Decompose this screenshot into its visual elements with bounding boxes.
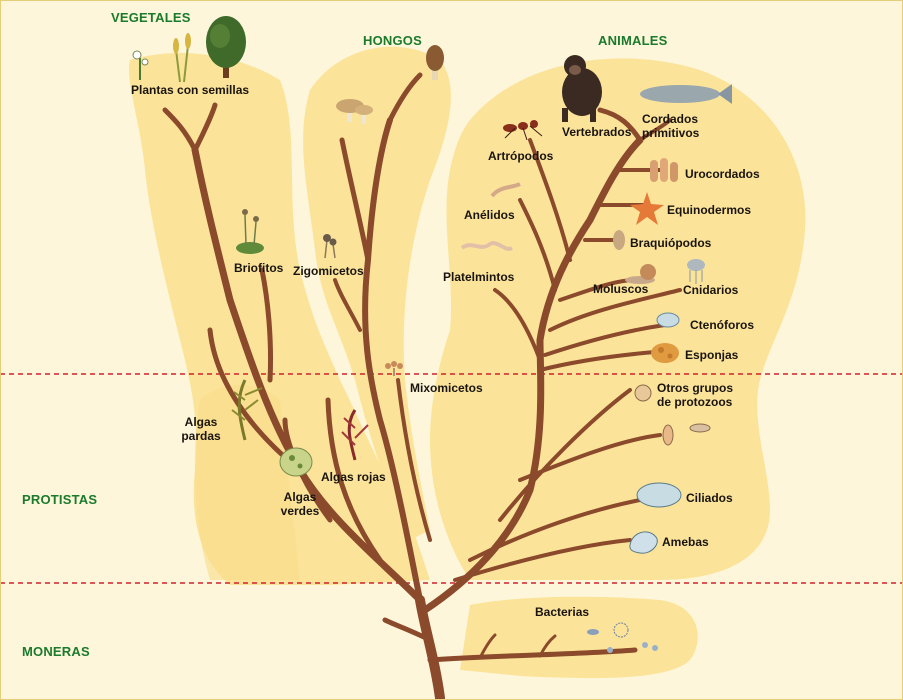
branch-ciliados bbox=[468, 498, 642, 562]
trunk bbox=[415, 595, 445, 700]
branch-ctenoforos bbox=[543, 323, 667, 357]
brachiopod-icon bbox=[613, 230, 625, 250]
branch-hongos-1 bbox=[339, 137, 371, 263]
branch-left-root bbox=[382, 617, 433, 643]
branch-hongos-2 bbox=[387, 72, 423, 123]
label-algas-verdes-line1: Algas bbox=[283, 490, 317, 504]
briofitos-plant-icon bbox=[236, 209, 264, 254]
bacteria-icon bbox=[587, 622, 658, 653]
label-cnidarios: Cnidarios bbox=[683, 283, 739, 297]
branch-anelidos bbox=[518, 198, 557, 292]
branch-bacterias-twig-2 bbox=[538, 634, 557, 658]
branch-protozoos-2 bbox=[518, 433, 662, 482]
fish-icon bbox=[640, 84, 732, 104]
label-platelmintos: Platelmintos bbox=[443, 270, 515, 284]
ant-icon bbox=[503, 120, 543, 141]
animales-zone bbox=[430, 58, 806, 580]
label-ctenoforos: Ctenóforos bbox=[690, 318, 754, 332]
branch-plantas bbox=[162, 107, 198, 153]
kingdom-animales: ANIMALES bbox=[598, 33, 668, 48]
label-amebas: Amebas bbox=[662, 535, 709, 549]
sponge-icon bbox=[651, 343, 679, 363]
branch-platelmintos bbox=[493, 288, 542, 362]
label-moluscos: Moluscos bbox=[593, 282, 649, 296]
label-esponjas: Esponjas bbox=[685, 348, 739, 362]
protozoa-icon bbox=[634, 384, 711, 446]
starfish-icon bbox=[630, 192, 664, 225]
worm-icon bbox=[490, 182, 521, 198]
hongos-zone bbox=[303, 46, 451, 540]
label-algas-pardas-line2: pardas bbox=[181, 429, 221, 443]
label-algas-verdes-line2: verdes bbox=[280, 504, 320, 518]
branch-vertebrados bbox=[597, 107, 643, 143]
snail-icon bbox=[625, 264, 656, 284]
ctenophore-icon bbox=[656, 312, 680, 328]
label-algas-pardas-line1: Algas bbox=[184, 415, 218, 429]
ciliate-icon bbox=[636, 482, 682, 508]
branch-briofitos bbox=[259, 267, 274, 383]
label-otros-protozoos: Otros grupos de protozoos bbox=[657, 381, 733, 409]
morel-mushroom-icon bbox=[426, 45, 444, 80]
label-algas-pardas: Algas pardas bbox=[180, 415, 222, 443]
branch-artropodos bbox=[528, 138, 572, 262]
branch-algas-rojas bbox=[325, 397, 383, 563]
trunk-right bbox=[421, 136, 644, 614]
label-anelidos: Anélidos bbox=[464, 208, 515, 222]
branch-zigomicetos bbox=[333, 278, 362, 332]
label-mixomicetos: Mixomicetos bbox=[410, 381, 483, 395]
label-bacterias: Bacterias bbox=[535, 605, 590, 619]
trunk-left bbox=[191, 146, 424, 604]
branch-bacterias-twig-1 bbox=[478, 633, 497, 660]
branch-cordados bbox=[638, 118, 672, 142]
label-cordados: Cordados primitivos bbox=[642, 112, 699, 140]
wheat-icon bbox=[173, 33, 191, 83]
label-cordados-line1: Cordados bbox=[642, 112, 699, 126]
label-urocordados: Urocordados bbox=[685, 167, 760, 181]
label-algas-verdes: Algas verdes bbox=[278, 490, 322, 518]
kingdom-hongos: HONGOS bbox=[363, 33, 422, 48]
label-vertebrados: Vertebrados bbox=[562, 125, 632, 139]
jellyfish-icon bbox=[687, 259, 705, 284]
green-algae-icon bbox=[279, 447, 313, 477]
label-briofitos: Briofitos bbox=[234, 261, 284, 275]
branch-otros bbox=[498, 388, 632, 522]
branch-amebas bbox=[453, 538, 632, 582]
flatworm-icon bbox=[460, 241, 513, 251]
label-zigomicetos: Zigomicetos bbox=[293, 264, 364, 278]
protistas-zone bbox=[194, 385, 300, 580]
label-equinodermos: Equinodermos bbox=[667, 203, 752, 217]
label-ciliados: Ciliados bbox=[686, 491, 733, 505]
trunk-middle bbox=[362, 117, 423, 603]
flower-icon bbox=[132, 50, 149, 80]
kingdom-moneras: MONERAS bbox=[22, 644, 90, 659]
label-artropodos: Artrópodos bbox=[488, 149, 554, 163]
seaweed-red-icon bbox=[341, 409, 369, 461]
branch-plantas-2 bbox=[192, 102, 218, 153]
urochordate-icon bbox=[650, 158, 678, 182]
kingdom-vegetales: VEGETALES bbox=[111, 10, 191, 25]
branch-mixomicetos bbox=[396, 378, 432, 542]
branch-esponjas bbox=[538, 350, 657, 372]
label-algas-rojas: Algas rojas bbox=[321, 470, 386, 484]
kingdom-protistas: PROTISTAS bbox=[22, 492, 98, 507]
mixomicetos-icon bbox=[385, 361, 403, 376]
label-plantas: Plantas con semillas bbox=[131, 83, 250, 97]
mushroom-icon bbox=[336, 99, 373, 124]
branch-cnidarios bbox=[548, 288, 682, 332]
chimpanzee-icon bbox=[562, 55, 602, 122]
label-otros-line1: Otros grupos bbox=[657, 381, 734, 395]
label-braquiopodos: Braquiópodos bbox=[630, 236, 712, 250]
zigomicetos-icon bbox=[323, 234, 337, 259]
amoeba-icon bbox=[629, 531, 658, 554]
seaweed-brown-icon bbox=[231, 379, 263, 441]
label-otros-line2: de protozoos bbox=[657, 395, 733, 409]
label-cordados-line2: primitivos bbox=[642, 126, 700, 140]
tree-icon bbox=[206, 16, 246, 78]
